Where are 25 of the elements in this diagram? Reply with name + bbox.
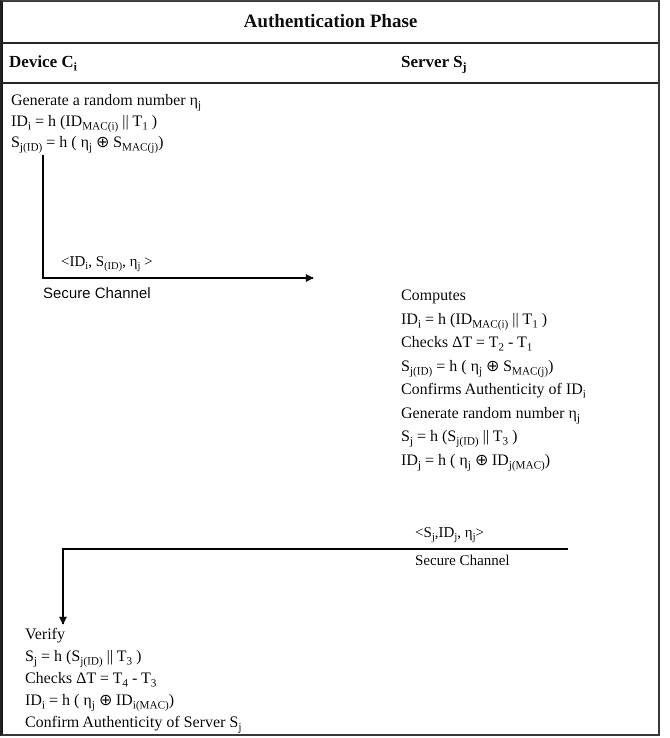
step-text: S$_{j}$ = h (S$_{j(ID)}$ || T$_{3}$ )	[25, 647, 142, 668]
arrow	[42, 155, 314, 282]
arrow	[59, 548, 568, 625]
step-text: Confirm Authenticity of Server S$_{j}$	[25, 713, 242, 734]
step-text: ID$_{i}$ = h ( η$_{j}$ ⊕ ID$_{i(MAC)}$)	[25, 691, 176, 712]
step-text: S$_{j(ID)}$ = h ( η$_{j}$ ⊕ S$_{MAC(j)}$)	[401, 356, 554, 378]
column-header: Device C$_{i}$	[9, 52, 77, 72]
step-text: Generate random number η$_{j}$	[401, 404, 581, 425]
step-text: Confirms Authenticity of ID$_{i}$	[401, 380, 587, 402]
table-title: Authentication Phase	[244, 11, 418, 33]
step-text: Computes	[401, 286, 467, 306]
step-text: ID$_{i}$ = h (ID$_{MAC(i)}$ || T$_{1}$ )	[401, 310, 548, 331]
edge-label: <ID$_{i}$, S$_{(ID)}$, η$_{j}$ >	[61, 254, 153, 271]
step-text: Generate a random number η$_{j}$	[11, 91, 202, 111]
step-text: S$_{j}$ = h (S$_{j(ID)}$ || T$_{3}$ )	[401, 427, 518, 448]
channel-label: Secure Channel	[415, 553, 510, 570]
channel-label: Secure Channel	[43, 285, 151, 302]
step-text: Checks ΔT = T$_{2}$ - T$_{1}$	[401, 333, 534, 354]
step-text: ID$_{i}$ = h (ID$_{MAC(i)}$ || T$_{1}$ )	[11, 112, 158, 132]
step-text: ID$_{j}$ = h ( η$_{j}$ ⊕ ID$_{j(MAC)}$)	[401, 450, 552, 472]
step-text: Checks ΔT = T$_{4}$ - T$_{3}$	[25, 669, 158, 690]
step-text: S$_{j(ID)}$ = h ( η$_{j}$ ⊕ S$_{MAC(j)}$)	[11, 133, 164, 153]
step-text: Verify	[25, 625, 66, 645]
column-header: Server S$_{j}$	[401, 52, 467, 72]
edge-label: <S$_{j}$,ID$_{j}$, η$_{j}$>	[415, 525, 484, 542]
